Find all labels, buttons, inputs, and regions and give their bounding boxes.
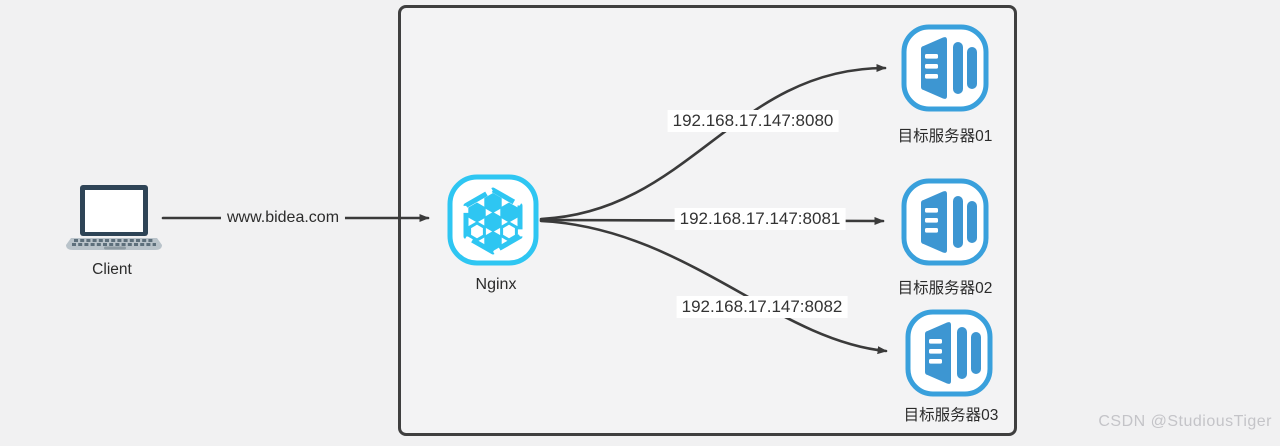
server-icon-03 (905, 309, 993, 397)
watermark-text: CSDN @StudiousTiger (1098, 413, 1272, 430)
server-icon-01 (901, 24, 989, 112)
nginx-icon (447, 174, 539, 266)
server-icon-02 (901, 178, 989, 266)
server-label-03: 目标服务器03 (903, 407, 999, 424)
route-label-8081: 192.168.17.147:8081 (674, 208, 846, 230)
request-domain-label: www.bidea.com (220, 209, 346, 228)
server-label-01: 目标服务器01 (897, 128, 993, 145)
route-label-8080: 192.168.17.147:8080 (667, 110, 839, 132)
nginx-label: Nginx (475, 276, 517, 293)
client-label: Client (92, 261, 132, 278)
laptop-icon (66, 185, 162, 250)
server-label-02: 目标服务器02 (897, 280, 993, 297)
route-label-8082: 192.168.17.147:8082 (676, 296, 848, 318)
